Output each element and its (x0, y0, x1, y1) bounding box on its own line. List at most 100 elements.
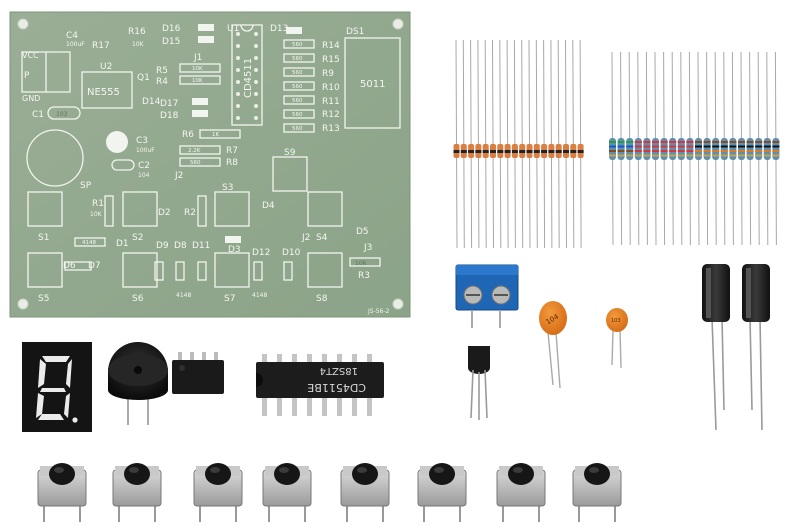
tactile-button (193, 463, 243, 522)
val-r5: 10K (192, 66, 203, 72)
resistor (660, 51, 668, 246)
label-d11: D11 (192, 241, 210, 251)
label-u2: U2 (100, 62, 112, 72)
label-r6: R6 (182, 130, 194, 140)
label-c2: C2 (138, 161, 150, 171)
label-board-code: JS-56-2 (367, 308, 390, 315)
label-s5: S5 (38, 294, 49, 304)
diode (577, 39, 584, 249)
diode (460, 39, 467, 249)
label-d16: D16 (162, 24, 181, 34)
val-r9: 560 (292, 70, 303, 76)
label-d8: D8 (174, 241, 187, 251)
label-s6: S6 (132, 294, 144, 304)
buzzer (108, 342, 168, 425)
label-cd4511: CD4511 (243, 58, 254, 98)
val-r4: 10K (192, 78, 203, 84)
label-s4: S4 (316, 233, 328, 243)
label-d9: D9 (156, 241, 169, 251)
label-q1: Q1 (137, 73, 150, 83)
tactile-button (262, 463, 312, 522)
label-r7: R7 (226, 146, 238, 156)
silkscreen (21, 24, 401, 288)
label-r3: R3 (358, 271, 370, 281)
label-d4: D4 (262, 201, 275, 211)
ceramic-capacitors: 104 103 (539, 301, 628, 389)
label-d14: D14 (142, 97, 161, 107)
diode (563, 39, 569, 249)
diode (548, 39, 555, 249)
diode (533, 39, 540, 249)
label-vcc: VCC (22, 51, 39, 60)
label-c1: C1 (32, 110, 44, 120)
label-r5: R5 (156, 66, 168, 76)
label-d18: D18 (160, 111, 179, 121)
label-s8: S8 (316, 294, 328, 304)
label-s3: S3 (222, 183, 233, 193)
val-r15: 560 (292, 56, 303, 62)
label-r11: R11 (322, 97, 340, 107)
label-p: P (24, 71, 30, 81)
tactile-button (572, 463, 622, 522)
pcb-board: C4 100uF R17 R16 10K D16 D15 U1 D13 DS1 … (9, 11, 411, 318)
diode (541, 39, 548, 249)
label-r3v: 10K (355, 260, 368, 267)
val-r7: 2.2K (188, 148, 201, 154)
label-s1: S1 (38, 233, 49, 243)
label-r10: R10 (322, 83, 340, 93)
label-s7: S7 (224, 294, 235, 304)
resistor (772, 51, 780, 246)
axial-components (453, 39, 780, 249)
tactile-button (37, 463, 87, 522)
terminal-block (455, 264, 519, 328)
label-c4: C4 (66, 31, 78, 41)
cap-b-marking: 103 (611, 318, 621, 324)
diode (570, 39, 577, 249)
val-r10: 560 (292, 84, 303, 90)
label-d2: D2 (158, 208, 171, 218)
electrolytic-capacitors (702, 264, 770, 431)
ne555-chip (172, 352, 224, 394)
diode (482, 39, 489, 249)
label-d13: D13 (270, 24, 288, 34)
label-r1: R1 (92, 199, 104, 209)
diode (453, 39, 460, 249)
resistor (746, 51, 754, 246)
label-gnd: GND (22, 94, 40, 103)
chip-marking-1: CD4511BE (307, 381, 366, 394)
val-r6: 1K (212, 132, 219, 138)
val-r12: 560 (292, 112, 303, 118)
val-r13: 560 (292, 126, 303, 132)
label-r1v: 10K (90, 211, 103, 218)
label-c2v: 104 (138, 172, 150, 179)
resistor (643, 51, 651, 246)
resistor (763, 51, 771, 246)
label-c4v: 100uF (66, 41, 85, 48)
label-j3: J3 (363, 243, 372, 253)
val-r11: 560 (292, 98, 303, 104)
label-d1: D1 (116, 239, 129, 249)
label-s9: S9 (284, 148, 296, 158)
label-c3: C3 (136, 136, 148, 146)
diode (511, 39, 518, 249)
resistor (609, 51, 616, 246)
label-r17: R17 (92, 41, 110, 51)
tactile-button (340, 463, 390, 522)
val-d1: 4148 (82, 240, 96, 246)
label-r8: R8 (226, 158, 238, 168)
diode (519, 39, 526, 249)
label-s2: S2 (132, 233, 143, 243)
diode (555, 39, 562, 249)
label-d10: D10 (282, 248, 301, 258)
resistor (617, 51, 625, 246)
chip-footprint-pins (236, 32, 258, 120)
label-sp: SP (80, 181, 92, 191)
label-d7: D7 (88, 261, 101, 271)
label-r13: R13 (322, 124, 340, 134)
val-r8: 560 (190, 160, 201, 166)
resistor (720, 51, 728, 246)
pcb-pads (192, 24, 302, 243)
diode (468, 39, 475, 249)
label-d5: D5 (356, 227, 369, 237)
